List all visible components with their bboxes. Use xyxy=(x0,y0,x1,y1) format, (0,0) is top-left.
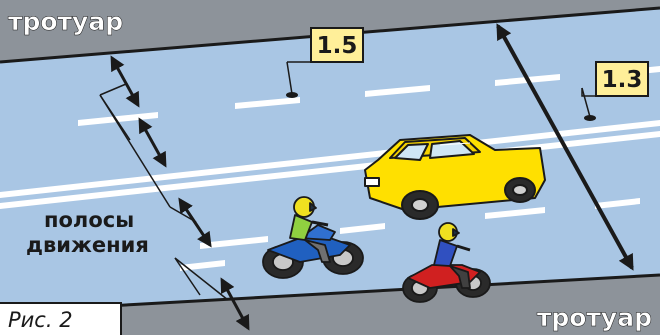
lanes-label-line2: движения xyxy=(26,233,149,257)
figure-caption: Рис. 2 xyxy=(0,302,122,335)
sign-1-5-label: 1.5 xyxy=(317,33,358,59)
sidewalk-top-label: тротуар xyxy=(8,7,123,36)
sign-1-3-label: 1.3 xyxy=(602,67,643,93)
lanes-label-line1: полосы xyxy=(44,208,134,232)
sidewalk-bottom-label: тротуар xyxy=(537,303,652,332)
lanes-label: полосы движения xyxy=(26,208,149,257)
